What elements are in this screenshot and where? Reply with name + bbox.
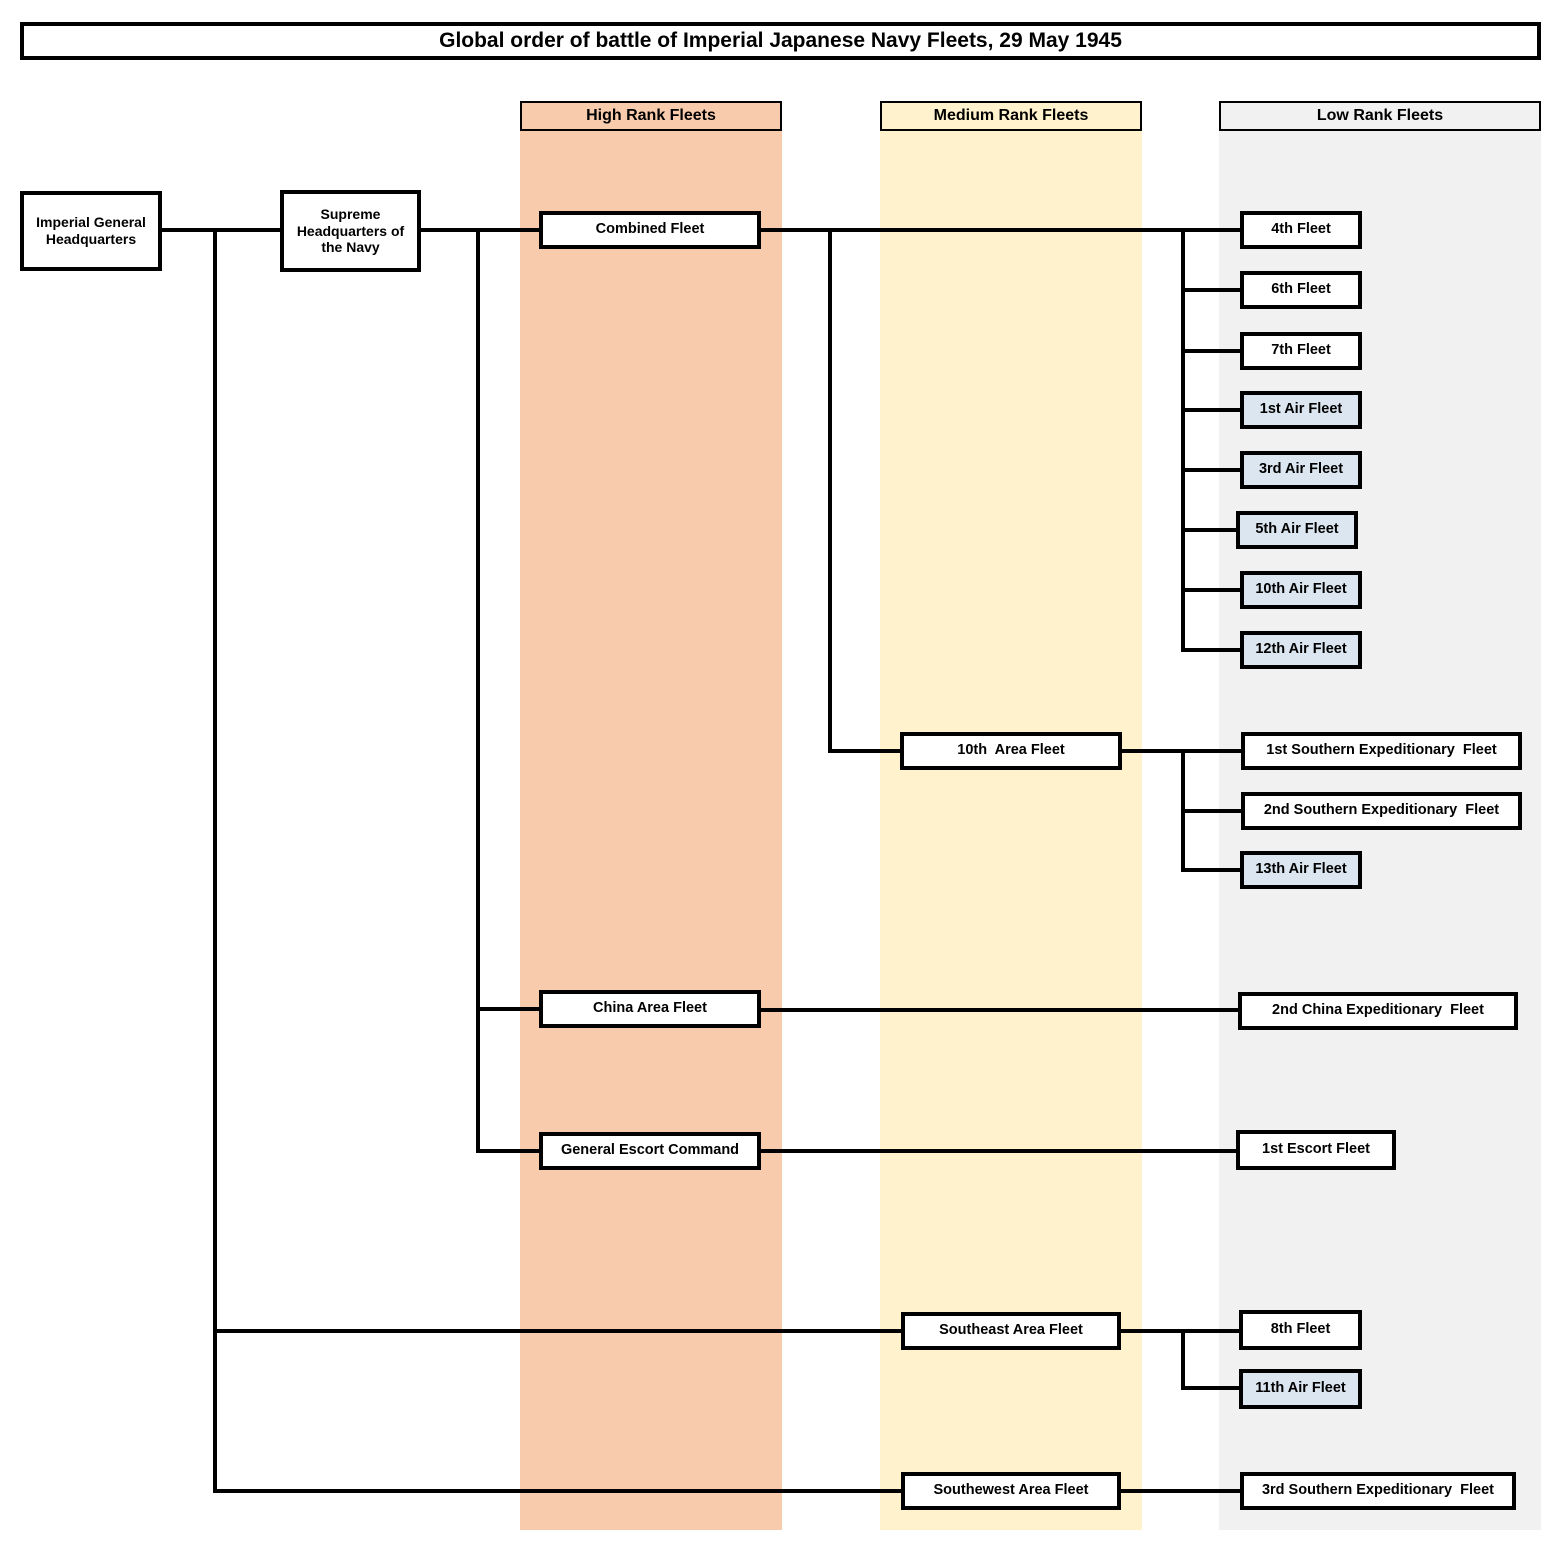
connector-line bbox=[1183, 648, 1240, 652]
connector-line bbox=[213, 228, 217, 1493]
node-7th-fleet: 7th Fleet bbox=[1240, 332, 1362, 370]
connector-line bbox=[215, 1329, 901, 1333]
connector-line bbox=[828, 749, 900, 753]
connector-line bbox=[1181, 1329, 1185, 1390]
connector-line bbox=[1121, 1329, 1240, 1333]
node-southeast-area-fleet: Southeast Area Fleet bbox=[901, 1312, 1121, 1350]
column-header-medium-rank: Medium Rank Fleets bbox=[880, 101, 1142, 131]
connector-line bbox=[1183, 1386, 1240, 1390]
connector-line bbox=[761, 228, 1240, 232]
node-imperial-general-headquarters: Imperial General Headquarters bbox=[20, 191, 162, 271]
connector-line bbox=[1183, 588, 1240, 592]
column-band-medium-rank bbox=[880, 101, 1142, 1530]
node-6th-fleet: 6th Fleet bbox=[1240, 271, 1362, 309]
node-supreme-headquarters-of-the-navy: Supreme Headquarters of the Navy bbox=[280, 190, 421, 272]
node-1st-air-fleet: 1st Air Fleet bbox=[1240, 391, 1362, 429]
connector-line bbox=[761, 1008, 1238, 1012]
node-10th-area-fleet: 10th Area Fleet bbox=[900, 732, 1122, 770]
connector-line bbox=[1183, 868, 1240, 872]
connector-line bbox=[1181, 749, 1185, 872]
node-10th-air-fleet: 10th Air Fleet bbox=[1240, 571, 1362, 609]
node-8th-fleet: 8th Fleet bbox=[1239, 1310, 1362, 1350]
node-11th-air-fleet: 11th Air Fleet bbox=[1239, 1369, 1362, 1409]
connector-line bbox=[1183, 288, 1240, 292]
chart-title: Global order of battle of Imperial Japan… bbox=[20, 22, 1541, 60]
node-southewest-area-fleet: Southewest Area Fleet bbox=[901, 1472, 1121, 1510]
node-china-area-fleet: China Area Fleet bbox=[539, 990, 761, 1028]
connector-line bbox=[161, 228, 280, 232]
node-2nd-southern-expeditionary-fleet: 2nd Southern Expeditionary Fleet bbox=[1241, 792, 1522, 830]
connector-line bbox=[828, 228, 832, 753]
connector-line bbox=[1183, 468, 1240, 472]
node-combined-fleet: Combined Fleet bbox=[539, 211, 761, 249]
connector-line bbox=[1183, 528, 1236, 532]
node-4th-fleet: 4th Fleet bbox=[1240, 211, 1362, 249]
connector-line bbox=[1121, 1489, 1240, 1493]
node-general-escort-command: General Escort Command bbox=[539, 1132, 761, 1170]
connector-line bbox=[478, 1149, 539, 1153]
connector-line bbox=[476, 228, 480, 1153]
node-3rd-air-fleet: 3rd Air Fleet bbox=[1240, 451, 1362, 489]
node-1st-escort-fleet: 1st Escort Fleet bbox=[1236, 1130, 1396, 1170]
connector-line bbox=[478, 1007, 539, 1011]
connector-line bbox=[761, 1149, 1236, 1153]
connector-line bbox=[421, 228, 539, 232]
column-header-high-rank: High Rank Fleets bbox=[520, 101, 782, 131]
connector-line bbox=[1183, 408, 1240, 412]
node-5th-air-fleet: 5th Air Fleet bbox=[1236, 511, 1358, 549]
column-header-low-rank: Low Rank Fleets bbox=[1219, 101, 1541, 131]
connector-line bbox=[1181, 228, 1185, 652]
node-13th-air-fleet: 13th Air Fleet bbox=[1240, 851, 1362, 889]
connector-line bbox=[1183, 809, 1241, 813]
node-3rd-southern-expeditionary-fleet: 3rd Southern Expeditionary Fleet bbox=[1240, 1472, 1516, 1510]
node-12th-air-fleet: 12th Air Fleet bbox=[1240, 631, 1362, 669]
connector-line bbox=[215, 1489, 901, 1493]
node-1st-southern-expeditionary-fleet: 1st Southern Expeditionary Fleet bbox=[1241, 732, 1522, 770]
column-band-high-rank bbox=[520, 101, 782, 1530]
connector-line bbox=[1183, 349, 1240, 353]
node-2nd-china-expeditionary-fleet: 2nd China Expeditionary Fleet bbox=[1238, 992, 1518, 1030]
